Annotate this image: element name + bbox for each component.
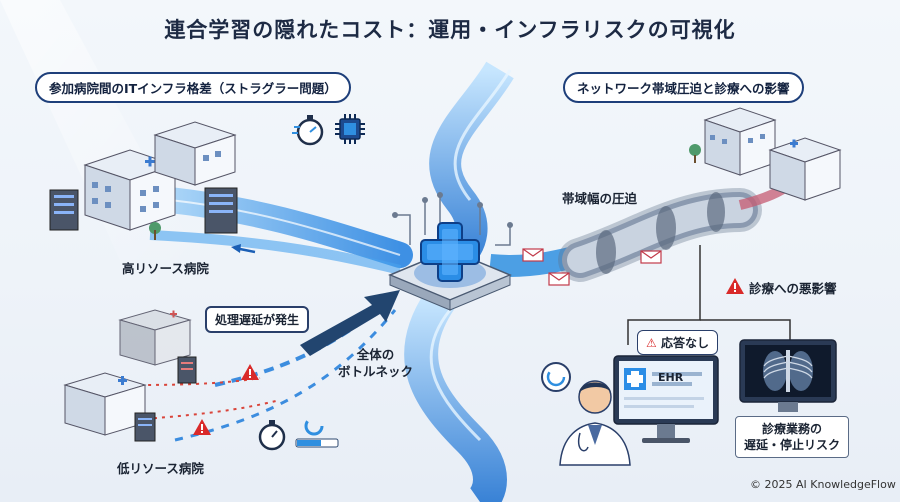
stopwatch-icon [292,115,324,146]
page-title: 連合学習の隠れたコスト：運用・インフラリスクの可視化 [164,18,736,42]
low-resource-stream-upper [214,298,392,387]
delay-bubble: 処理遅延が発生 [205,306,310,333]
delay-risk-line1: 診療業務の [762,422,823,436]
monitor-icon [613,355,719,443]
copyright: © 2025 AI KnowledgeFlow [750,478,896,491]
hospital-icon [768,137,842,201]
envelope-icon [522,248,544,262]
warning-icon: ⚠ [646,336,657,350]
network-pipe [558,188,762,282]
no-response-text: 応答なし [660,336,709,350]
medical-cross-icon [420,222,480,282]
low-resource-label: 低リソース病院 [117,461,204,476]
high-resource-hospitals [49,121,238,240]
xray-icon [739,339,837,412]
hospital-icon [703,107,777,176]
bottleneck-label-line2: ボトルネック [338,364,414,379]
high-resource-label: 高リソース病院 [122,261,209,276]
warning-icon [193,419,211,435]
server-icon [134,412,156,442]
warning-icon [241,364,259,380]
bottleneck-label-line1: 全体の [356,347,395,362]
bottleneck-arrow [300,290,400,356]
doctor-icon [541,362,631,466]
right-section-heading: ネットワーク帯域圧迫と診療への影響 [563,72,804,103]
hospital-icon [83,149,177,231]
envelope-icon [640,250,662,264]
stopwatch-icon [258,420,286,451]
bandwidth-label: 帯域幅の圧迫 [562,191,638,206]
left-section-heading: 参加病院間のITインフラ格差（ストラグラー問題） [35,72,351,103]
server-icon [49,189,79,231]
low-resource-hospitals [63,309,197,442]
delay-risk-box: 診療業務の 遅延・停止リスク [735,416,850,458]
server-icon [177,356,197,384]
central-aggregation-hub [388,192,513,311]
no-response-bubble: ⚠ 応答なし [637,330,718,355]
warning-icon [726,278,744,294]
chip-icon [335,114,365,144]
envelope-icon [548,272,570,286]
bottom-stream [404,290,507,502]
top-right-hospitals [689,107,842,201]
hospital-icon [63,372,147,436]
hospital-icon [153,121,237,186]
ehr-label: EHR [658,371,684,384]
hospital-icon [118,309,192,366]
loading-icon [304,416,324,436]
bottleneck-label: 全体の ボトルネック [338,346,413,380]
delay-risk-line2: 遅延・停止リスク [744,438,841,452]
server-icon [204,187,238,234]
progress-bar-icon [295,438,339,448]
impact-label: 診療への悪影響 [749,281,837,296]
